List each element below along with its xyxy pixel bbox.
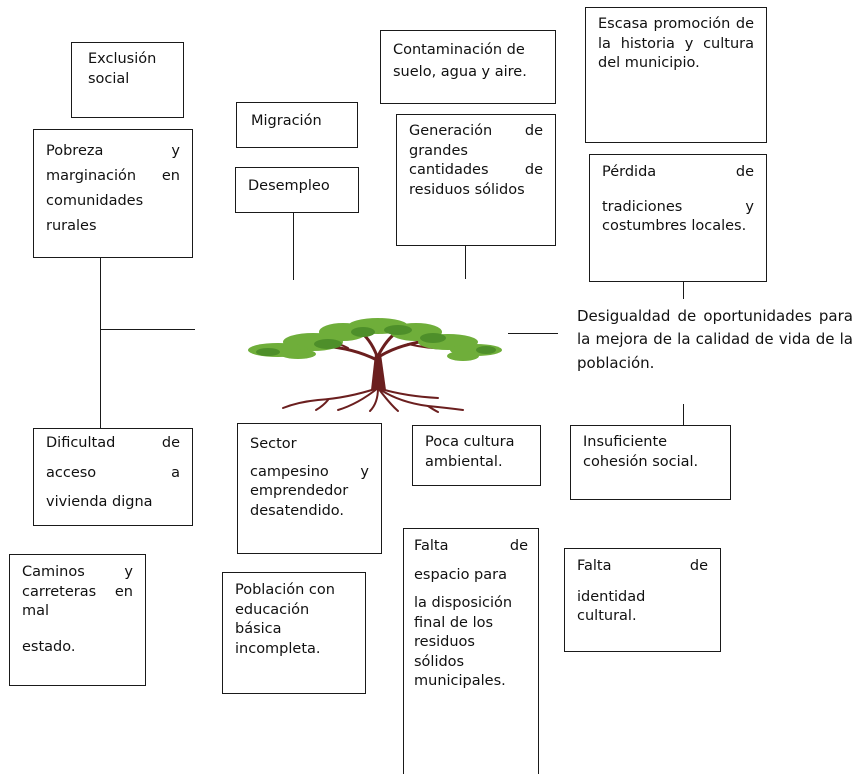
box-poblacion-educacion-text: Población con educación básica incomplet… — [235, 582, 335, 657]
central-problem-text: Desigualdad de oportunidades para la mej… — [577, 307, 853, 372]
box-cohesion-social-text: Insuficiente cohesión social. — [583, 434, 699, 470]
tree-illustration — [248, 318, 502, 413]
box-cohesion-social: Insuficiente cohesión social. — [570, 425, 731, 500]
box-dificultad-vivienda-line3: vivienda digna — [46, 494, 153, 511]
box-migracion: Migración — [236, 102, 358, 148]
box-dificultad-vivienda-line1: Dificultad de — [46, 435, 180, 451]
box-falta-identidad-line2: identidad cultural. — [577, 588, 646, 625]
box-escasa-promocion-text: Escasa promoción de la historia y cultur… — [598, 16, 754, 72]
box-falta-espacio-line1: Falta de — [414, 538, 528, 554]
box-generacion-residuos-text: Generación de grandes cantidades de resi… — [409, 123, 543, 198]
connector-right-horizontal — [508, 333, 558, 334]
box-caminos-line1: Caminos y carreteras en mal — [22, 564, 133, 620]
box-dificultad-vivienda-line2: acceso a — [46, 464, 180, 481]
box-contaminacion-text: Contaminación de suelo, agua y aire. — [393, 42, 527, 81]
box-sector-campesino: Sector campesino y emprendedor desatendi… — [237, 423, 382, 554]
box-falta-espacio-line2: espacio para — [414, 566, 507, 583]
connector-desempleo — [293, 213, 294, 280]
box-exclusion-social-text: Exclusión social — [88, 51, 157, 87]
box-dificultad-vivienda: Dificultad de acceso a vivienda digna — [33, 428, 193, 526]
box-falta-identidad-line1: Falta de — [577, 558, 708, 574]
central-problem: Desigualdad de oportunidades para la mej… — [577, 305, 853, 375]
connector-left-horizontal — [100, 329, 195, 330]
connector-pobreza-down — [100, 258, 101, 428]
box-falta-espacio: Falta de espacio para la disposición fin… — [403, 528, 539, 774]
connector-perdida — [683, 282, 684, 299]
tree-roots — [282, 387, 464, 413]
box-caminos: Caminos y carreteras en mal estado. — [9, 554, 146, 686]
box-migracion-text: Migración — [251, 113, 322, 129]
box-contaminacion: Contaminación de suelo, agua y aire. — [380, 30, 556, 104]
box-exclusion-social: Exclusión social — [71, 42, 184, 118]
box-sector-campesino-line2: campesino y emprendedor desatendido. — [250, 463, 369, 519]
box-sector-campesino-line1: Sector — [250, 436, 297, 452]
tree-foliage-dark — [256, 325, 496, 356]
box-perdida-tradiciones-line1: Pérdida de — [602, 164, 754, 180]
box-poca-cultura: Poca cultura ambiental. — [412, 425, 541, 486]
box-escasa-promocion: Escasa promoción de la historia y cultur… — [585, 7, 767, 143]
box-poca-cultura-text: Poca cultura ambiental. — [425, 434, 515, 470]
box-caminos-line2: estado. — [22, 638, 76, 655]
box-pobreza: Pobreza y marginación en comunidades rur… — [33, 129, 193, 258]
box-desempleo: Desempleo — [235, 167, 359, 213]
box-falta-identidad: Falta de identidad cultural. — [564, 548, 721, 652]
tree-trunk — [371, 354, 386, 390]
box-desempleo-text: Desempleo — [248, 178, 330, 194]
connector-cohesion — [683, 404, 684, 425]
box-generacion-residuos: Generación de grandes cantidades de resi… — [396, 114, 556, 246]
box-perdida-tradiciones: Pérdida de tradiciones y costumbres loca… — [589, 154, 767, 282]
box-pobreza-text: Pobreza y marginación en comunidades rur… — [46, 143, 180, 234]
box-falta-espacio-line3: la disposición final de los residuos sól… — [414, 595, 513, 690]
box-poblacion-educacion: Población con educación básica incomplet… — [222, 572, 366, 694]
connector-generacion — [465, 246, 466, 279]
box-perdida-tradiciones-line2: tradiciones y costumbres locales. — [602, 198, 754, 235]
